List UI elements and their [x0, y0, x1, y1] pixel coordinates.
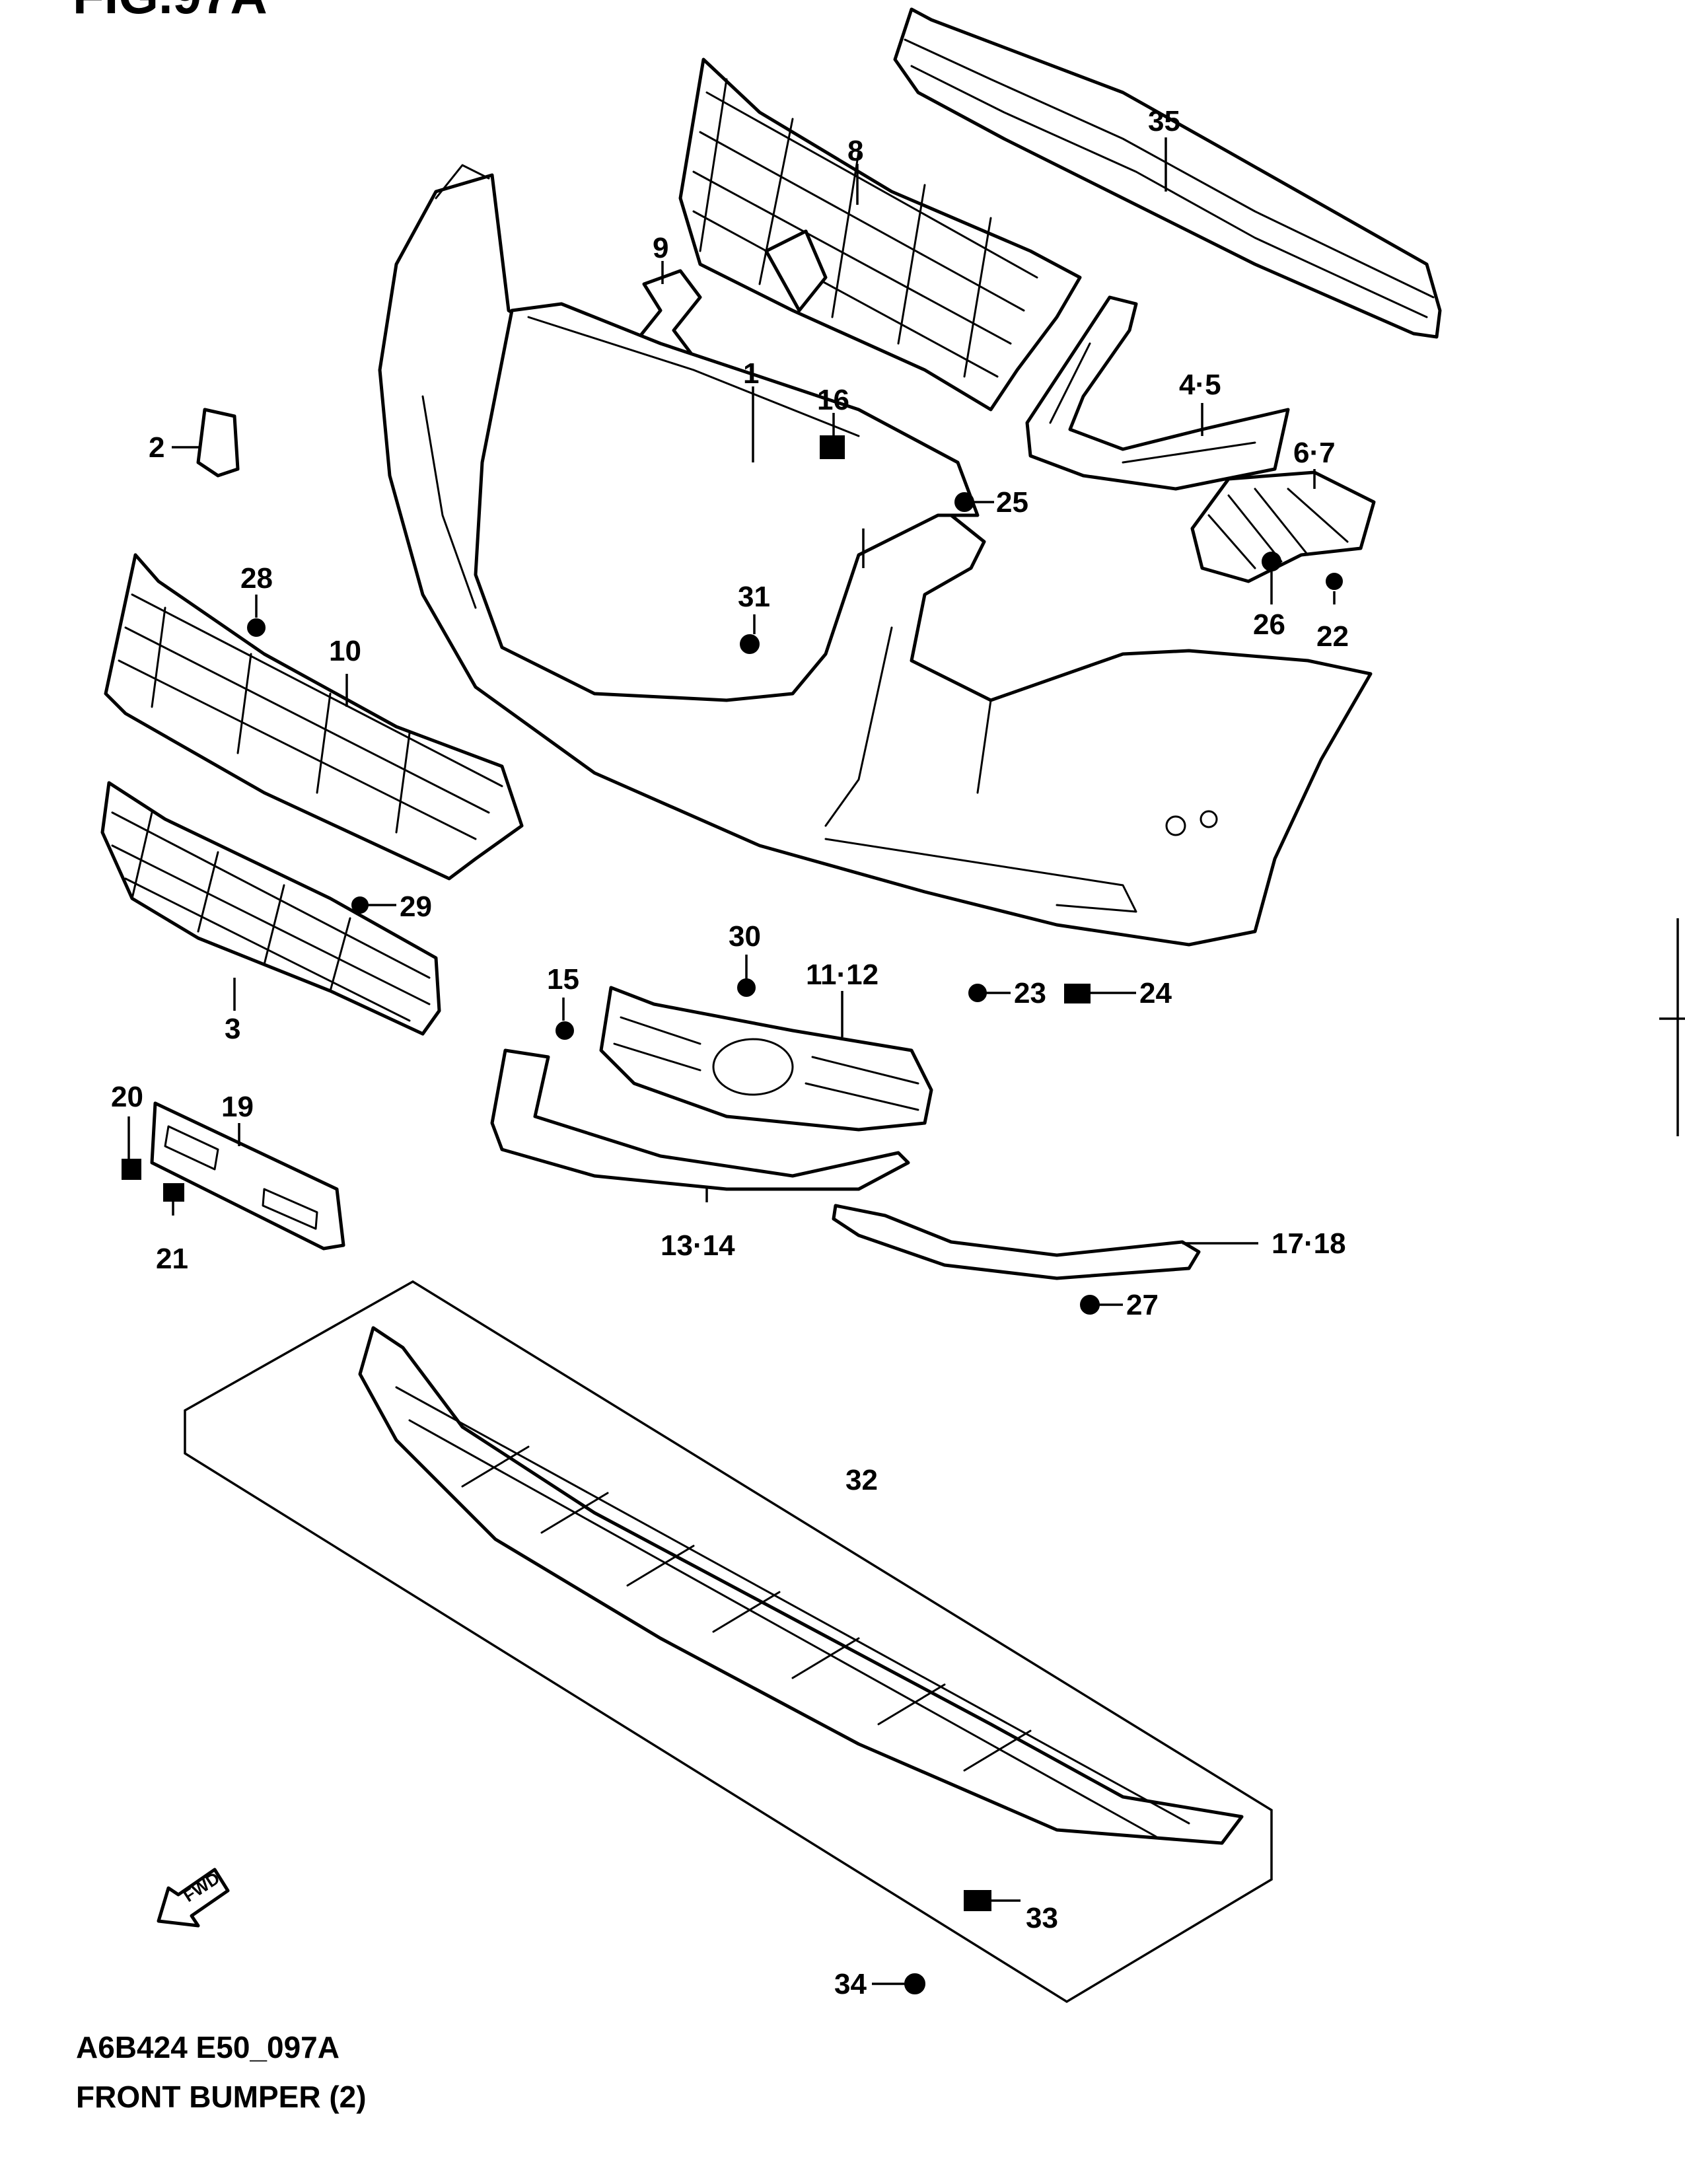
part-26-clip [1262, 552, 1281, 571]
callout-3: 3 [225, 1013, 240, 1045]
fwd-arrow-icon: FWD [157, 1868, 230, 1928]
part-21-nut [163, 1183, 184, 1202]
part-11-12-fog-bezel [599, 986, 933, 1132]
callout-4-5: 4·5 [1179, 369, 1221, 401]
callout-8: 8 [847, 135, 863, 167]
callout-35: 35 [1148, 105, 1180, 137]
part-10-grille [104, 553, 524, 881]
callout-27: 27 [1126, 1289, 1159, 1321]
callout-15: 15 [547, 963, 579, 996]
part-20-clip [122, 1159, 141, 1180]
callout-32: 32 [845, 1464, 878, 1496]
part-19-license-bracket [150, 1101, 345, 1251]
callout-31: 31 [738, 581, 770, 613]
callout-13-14: 13·14 [661, 1229, 735, 1262]
figure-title: FIG.97A [73, 0, 268, 24]
part-30-screw [737, 978, 756, 997]
part-34-bolt [904, 1973, 925, 1994]
callout-34: 34 [834, 1968, 867, 2000]
callout-11-12: 11·12 [806, 959, 878, 991]
part-32-undercover [184, 1280, 1273, 2004]
callout-28: 28 [240, 562, 273, 595]
part-8-upper-grille [678, 57, 1082, 412]
part-4-5-side-bracket [1025, 295, 1290, 491]
part-17-18-molding [832, 1204, 1201, 1280]
callout-1: 1 [743, 357, 759, 390]
part-27-clip [1080, 1295, 1100, 1315]
callout-10: 10 [329, 635, 361, 667]
part-15-screw [556, 1021, 574, 1040]
callout-24: 24 [1139, 977, 1172, 1009]
part-23-nut [968, 984, 987, 1002]
callout-17-18: 17·18 [1272, 1227, 1346, 1260]
part-3-lower-grille [100, 781, 441, 1036]
part-24-clip [1064, 984, 1091, 1003]
callout-labels: 1 2 3 4·5 6·7 8 9 10 11·12 13·14 15 16 1… [111, 105, 1349, 2000]
callout-30: 30 [729, 920, 761, 953]
callout-20: 20 [111, 1081, 143, 1113]
callout-16: 16 [817, 384, 849, 416]
figure-caption: FRONT BUMPER (2) [76, 2080, 367, 2114]
part-31-nut [740, 634, 760, 654]
callout-9: 9 [653, 232, 668, 264]
part-28-screw [247, 618, 266, 637]
fasteners [122, 435, 1343, 1994]
part-22-clip [1326, 573, 1343, 590]
figure-code: A6B424 E50_097A [76, 2030, 340, 2064]
part-6-7-grille-bracket [1190, 470, 1376, 583]
callout-19: 19 [221, 1091, 254, 1123]
callout-26: 26 [1253, 608, 1285, 641]
leader-lines [127, 137, 1336, 1985]
callout-33: 33 [1026, 1902, 1058, 1934]
part-1-bumper-cover [378, 164, 1373, 947]
part-29-screw [351, 896, 369, 914]
callout-6-7: 6·7 [1293, 437, 1336, 469]
part-2-tow-hook-cover [196, 408, 240, 478]
callout-21: 21 [156, 1243, 188, 1275]
callout-25: 25 [996, 486, 1028, 519]
part-33-clip [964, 1890, 991, 1911]
callout-22: 22 [1316, 620, 1349, 653]
callout-29: 29 [400, 891, 432, 923]
part-13-14-molding [490, 1048, 910, 1191]
part-35-reinforcement [893, 7, 1442, 339]
callout-23: 23 [1014, 977, 1046, 1009]
part-16-clip [820, 435, 845, 459]
callout-2: 2 [149, 431, 164, 464]
